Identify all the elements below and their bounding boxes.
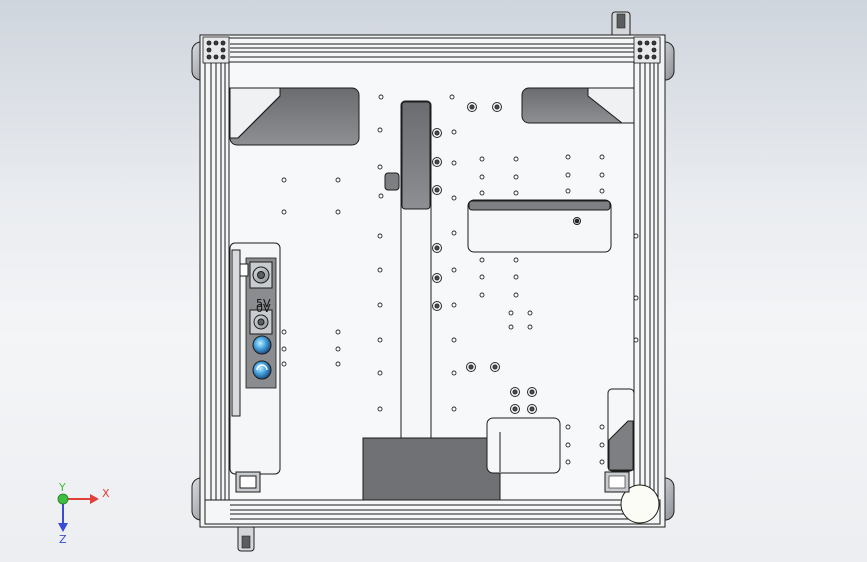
center-rail <box>384 100 432 442</box>
terminal-label-1: 5V <box>256 297 271 310</box>
indicator-blue-2 <box>252 360 272 380</box>
top-handle <box>611 11 631 39</box>
corner-clamp-inner <box>608 475 626 489</box>
z-axis-arrow-icon <box>58 523 68 532</box>
terminal-1 <box>249 261 273 289</box>
mounting-holes <box>281 94 639 465</box>
terminal-2 <box>249 309 273 335</box>
bolt-rings <box>432 102 537 414</box>
bottom-right-tray <box>486 388 635 474</box>
indicator-blue-1 <box>252 335 272 355</box>
x-axis-arrow-icon <box>90 494 99 504</box>
top-right-chute <box>521 87 635 124</box>
y-axis-label: Y <box>58 481 66 494</box>
connector-panel: 5V 0V <box>229 242 281 493</box>
bottom-block <box>362 437 501 501</box>
right-tray <box>467 199 612 253</box>
axis-triad: X Y Z <box>57 481 110 546</box>
y-axis-dot-icon <box>57 493 69 505</box>
bottom-handle <box>237 524 255 552</box>
terminal-label-2: 0V <box>256 302 271 315</box>
x-axis-label: X <box>102 487 110 500</box>
corner-brackets <box>202 36 661 64</box>
top-left-chute <box>229 87 360 146</box>
z-axis-label: Z <box>59 533 67 546</box>
selected-corner-part[interactable] <box>620 484 660 524</box>
